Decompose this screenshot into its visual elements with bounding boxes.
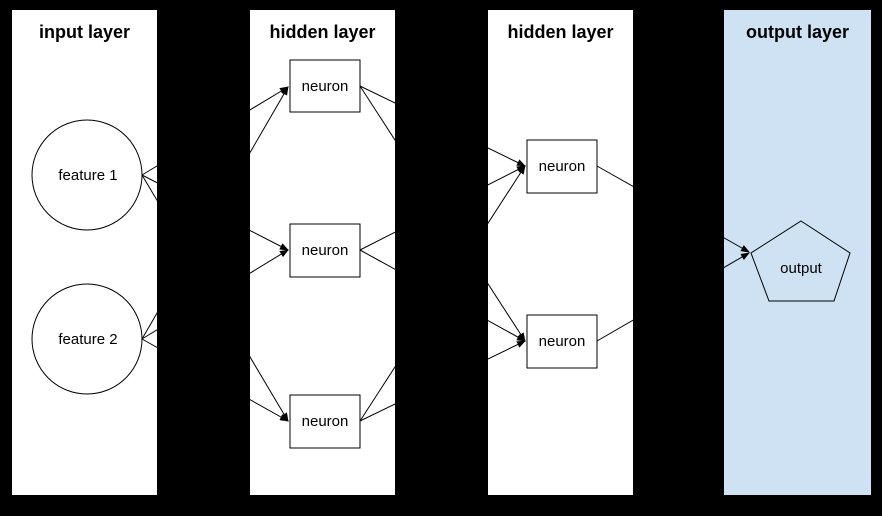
- node-h1-neuron-3: [289, 394, 361, 449]
- node-h1-neuron-1: [289, 59, 361, 113]
- panel-input-layer: [12, 10, 157, 495]
- node-output-label: output: [780, 260, 823, 277]
- edge-h1n3-to-h2n1: [359, 165, 526, 422]
- node-h2-neuron-2-label: neuron: [539, 333, 586, 350]
- layer-title-hidden-1: hidden layer: [269, 22, 375, 42]
- node-feature-1-label: feature 1: [58, 167, 117, 184]
- node-h1-neuron-2-label: neuron: [302, 242, 349, 259]
- edge-group: [141, 85, 750, 422]
- edge-feature1-to-h1n3: [141, 174, 289, 422]
- edge-feature2-to-h1n2: [141, 249, 289, 340]
- edge-feature2-to-h1n1: [141, 86, 289, 340]
- node-h1-neuron-2: [289, 223, 361, 278]
- edge-h1n1-to-h2n2: [359, 85, 526, 342]
- edge-h1n2-to-h2n2: [359, 249, 526, 342]
- node-feature-2-label: feature 2: [58, 331, 117, 348]
- layer-title-output: output layer: [746, 22, 849, 42]
- node-output-pentagon: [750, 220, 851, 302]
- node-h1-neuron-1-label: neuron: [302, 78, 349, 95]
- edge-feature1-to-h1n1: [141, 86, 289, 176]
- node-feature-1: [31, 119, 143, 231]
- layer-title-hidden-2: hidden layer: [507, 22, 613, 42]
- node-h2-neuron-1: [526, 139, 598, 194]
- node-h2-neuron-2: [526, 314, 598, 369]
- edge-h1n2-to-h2n1: [359, 165, 526, 251]
- panel-hidden-layer-2: [488, 10, 633, 495]
- node-h1-neuron-3-label: neuron: [302, 413, 349, 430]
- edge-h1n3-to-h2n2: [359, 340, 526, 422]
- layer-title-input: input layer: [39, 22, 130, 42]
- node-feature-2: [31, 283, 143, 395]
- edge-h2n2-to-output: [596, 252, 750, 342]
- edge-feature2-to-h1n3: [141, 338, 289, 422]
- node-h2-neuron-1-label: neuron: [539, 158, 586, 175]
- edge-h2n1-to-output: [596, 165, 750, 253]
- edge-h1n1-to-h2n1: [359, 85, 526, 167]
